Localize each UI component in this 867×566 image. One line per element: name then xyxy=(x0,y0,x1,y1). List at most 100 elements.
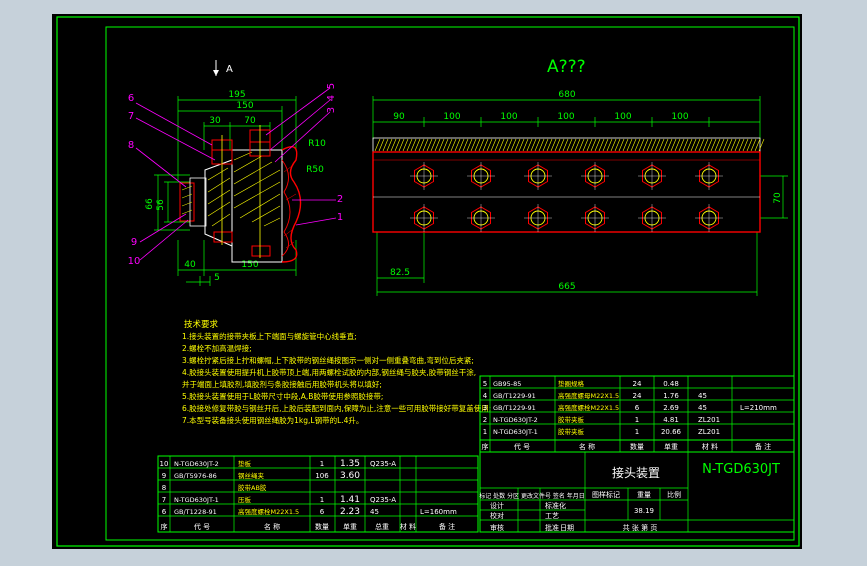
bom-upper-no: 2 xyxy=(483,416,487,424)
title-date: 日期 xyxy=(560,524,574,532)
bom-upper-w1: 4.81 xyxy=(663,416,679,424)
belt-hatch xyxy=(374,138,765,152)
bom-lower-mat: Q235-A xyxy=(370,496,396,504)
view-title: A??? xyxy=(547,57,586,77)
bom-lower-header: 序 xyxy=(161,522,168,531)
clamp-plate xyxy=(372,151,761,233)
section-view: 195 150 30 70 R10 R50 56 66 40 5 150 xyxy=(128,83,343,286)
sheet-background xyxy=(52,14,802,549)
dim-195: 195 xyxy=(228,90,245,100)
dim-70-plan: 70 xyxy=(773,192,783,204)
bom-upper-name: 胶带夹板 xyxy=(558,415,585,424)
title-name: 接头装置 xyxy=(612,465,660,480)
callout-3: 3 xyxy=(326,107,337,113)
bom-upper-no: 4 xyxy=(483,392,488,400)
title-revision-row: 标记 处数 分区 更改文件号 签名 年月日 xyxy=(479,492,585,500)
bom-upper-qty: 6 xyxy=(635,404,640,412)
dim-100-d: 100 xyxy=(614,112,631,122)
dim-66: 66 xyxy=(145,198,155,210)
bom-upper-mat: 45 xyxy=(698,392,707,400)
bom-lower-header: 备 注 xyxy=(439,522,455,531)
bom-upper-code: GB95-85 xyxy=(493,380,521,388)
bom-lower-code: N-TGD630JT-1 xyxy=(174,496,219,504)
inner-border xyxy=(105,26,795,541)
bom-lower-qty: 1 xyxy=(320,496,324,504)
bom-lower-header: 材 料 xyxy=(400,522,416,531)
bom-lower-no: 10 xyxy=(160,460,169,468)
bom-lower-code: GB/T1228-91 xyxy=(174,508,217,516)
dim-100-b: 100 xyxy=(500,112,517,122)
bom-lower-note: L=160mm xyxy=(420,508,457,516)
callout-1: 1 xyxy=(337,212,343,223)
bolt-head xyxy=(524,204,552,232)
bolt-head xyxy=(695,204,723,232)
dim-100-e: 100 xyxy=(671,112,688,122)
title-sheet: 共 张 第 页 xyxy=(623,523,658,532)
note-line-7: 6.胶接处修复带胶与钢丝开后,上胶后装配到面内,保障为止,注意一些可用胶带接好带… xyxy=(182,403,491,413)
bom-upper-w1: 20.66 xyxy=(661,428,682,436)
title-check: 校对 xyxy=(490,511,504,520)
bom-lower-no: 9 xyxy=(162,472,166,480)
bom-upper-code: GB/T1229-91 xyxy=(493,404,536,412)
bom-upper-name: 胶带夹板 xyxy=(558,427,585,436)
bom-upper-w1: 0.48 xyxy=(663,380,679,388)
dim-56: 56 xyxy=(156,199,166,211)
bom-upper-name: 高强度螺栓M22X1.5 xyxy=(558,403,619,412)
bom-upper-mat: ZL201 xyxy=(698,416,720,424)
bom-upper-qty: 24 xyxy=(633,380,642,388)
note-line-5: 并于端面上填胶剂,填胶剂与条胶接触后用胶带机头将以填好; xyxy=(182,379,382,389)
title-review: 审核 xyxy=(490,523,504,532)
callout-6: 6 xyxy=(128,93,134,104)
bom-lower-header: 单重 xyxy=(343,522,357,531)
view-arrow: A xyxy=(213,60,233,76)
bom-upper-header: 名 称 xyxy=(579,442,595,451)
bom-lower-header: 数量 xyxy=(315,522,329,531)
callout-4: 4 xyxy=(326,95,337,101)
bom-lower-mat: 45 xyxy=(370,508,379,516)
bom-lower-w1: 1.35 xyxy=(340,459,360,469)
technical-notes: 技术要求 1.接头装置的接带夹板上下端面与螺旋管中心线垂直; 2.螺栓不加高温焊… xyxy=(182,319,491,425)
bom-upper-no: 3 xyxy=(483,404,487,412)
bolt-head xyxy=(410,204,438,232)
bom-upper-header: 备 注 xyxy=(755,442,771,451)
bom-upper-w1: 1.76 xyxy=(663,392,679,400)
bom-lower-mat: Q235-A xyxy=(370,460,396,468)
bolt-head xyxy=(410,162,438,190)
callout-2: 2 xyxy=(337,194,343,205)
outer-border xyxy=(56,16,800,547)
bom-upper-code: GB/T1229-91 xyxy=(493,392,536,400)
bom-upper-no: 5 xyxy=(483,380,487,388)
dim-100-a: 100 xyxy=(443,112,460,122)
bolt-head xyxy=(467,204,495,232)
bolt-head xyxy=(467,162,495,190)
bolt-head xyxy=(581,204,609,232)
bom-lower-w1: 3.60 xyxy=(340,471,360,481)
note-line-6: 5.胶接头装置使用于L胶带尺寸中段,A,B胶带使用参照胶接带; xyxy=(182,391,383,401)
bom-upper-w1: 2.69 xyxy=(663,404,679,412)
bom-upper-header: 序 xyxy=(482,442,489,451)
bom-lower-no: 6 xyxy=(162,508,167,516)
bom-lower-qty: 6 xyxy=(320,508,325,516)
callout-8: 8 xyxy=(128,140,134,151)
bolt-head xyxy=(638,204,666,232)
bolt-head xyxy=(638,162,666,190)
title-weight-label: 重量 xyxy=(637,491,651,499)
bom-lower-header: 代 号 xyxy=(194,522,210,531)
bom-upper-name: 高强度螺母M22X1.5 xyxy=(558,391,619,400)
title-block: 接头装置 N-TGD630JT 图样标记 重量 比例 38.19 共 张 第 页… xyxy=(479,451,795,533)
bom-upper-header: 数量 xyxy=(630,442,644,451)
title-scale-label: 比例 xyxy=(667,490,681,499)
note-line-2: 2.螺栓不加高温焊接; xyxy=(182,343,252,353)
bom-upper-header: 单重 xyxy=(664,442,678,451)
dim-680: 680 xyxy=(558,90,575,100)
title-stage-label: 图样标记 xyxy=(592,490,620,499)
bom-upper-header: 代 号 xyxy=(514,442,530,451)
bom-lower-name: 垫板 xyxy=(238,459,252,468)
bolt-head xyxy=(581,162,609,190)
bom-lower-qty: 1 xyxy=(320,460,324,468)
bom-lower-header: 名 称 xyxy=(264,522,280,531)
